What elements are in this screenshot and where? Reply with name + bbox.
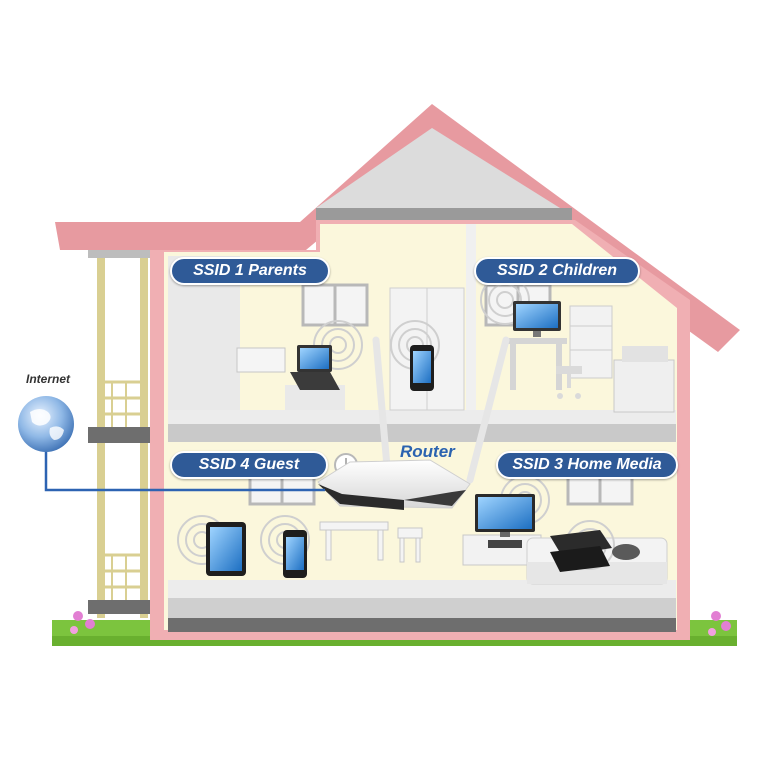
ssid3-label: SSID 3 Home Media [496, 451, 678, 479]
laptop-icon [290, 345, 340, 390]
game-console-icon [550, 530, 640, 572]
bed [613, 346, 675, 413]
flowers-left [70, 611, 95, 634]
cabinet [236, 347, 345, 410]
smartphone-icon-2 [283, 530, 307, 578]
dining-table [319, 521, 423, 563]
globe-icon [18, 396, 74, 452]
ssid2-label: SSID 2 Children [474, 257, 640, 285]
smartphone-icon [410, 345, 434, 391]
exterior-stairs [88, 250, 168, 618]
router-label: Router [400, 442, 455, 461]
office-chair [556, 366, 582, 399]
internet-label: Internet [26, 372, 71, 386]
ssid4-label: SSID 4 Guest [170, 451, 328, 479]
tv-icon [475, 494, 535, 537]
tablet-icon [206, 522, 246, 576]
internet-cable [44, 448, 325, 492]
grass-shade [52, 636, 737, 646]
desktop-monitor-icon [513, 301, 561, 337]
router-icon [317, 336, 510, 510]
ssid1-label: SSID 1 Parents [170, 257, 330, 285]
flowers-right [708, 611, 731, 636]
